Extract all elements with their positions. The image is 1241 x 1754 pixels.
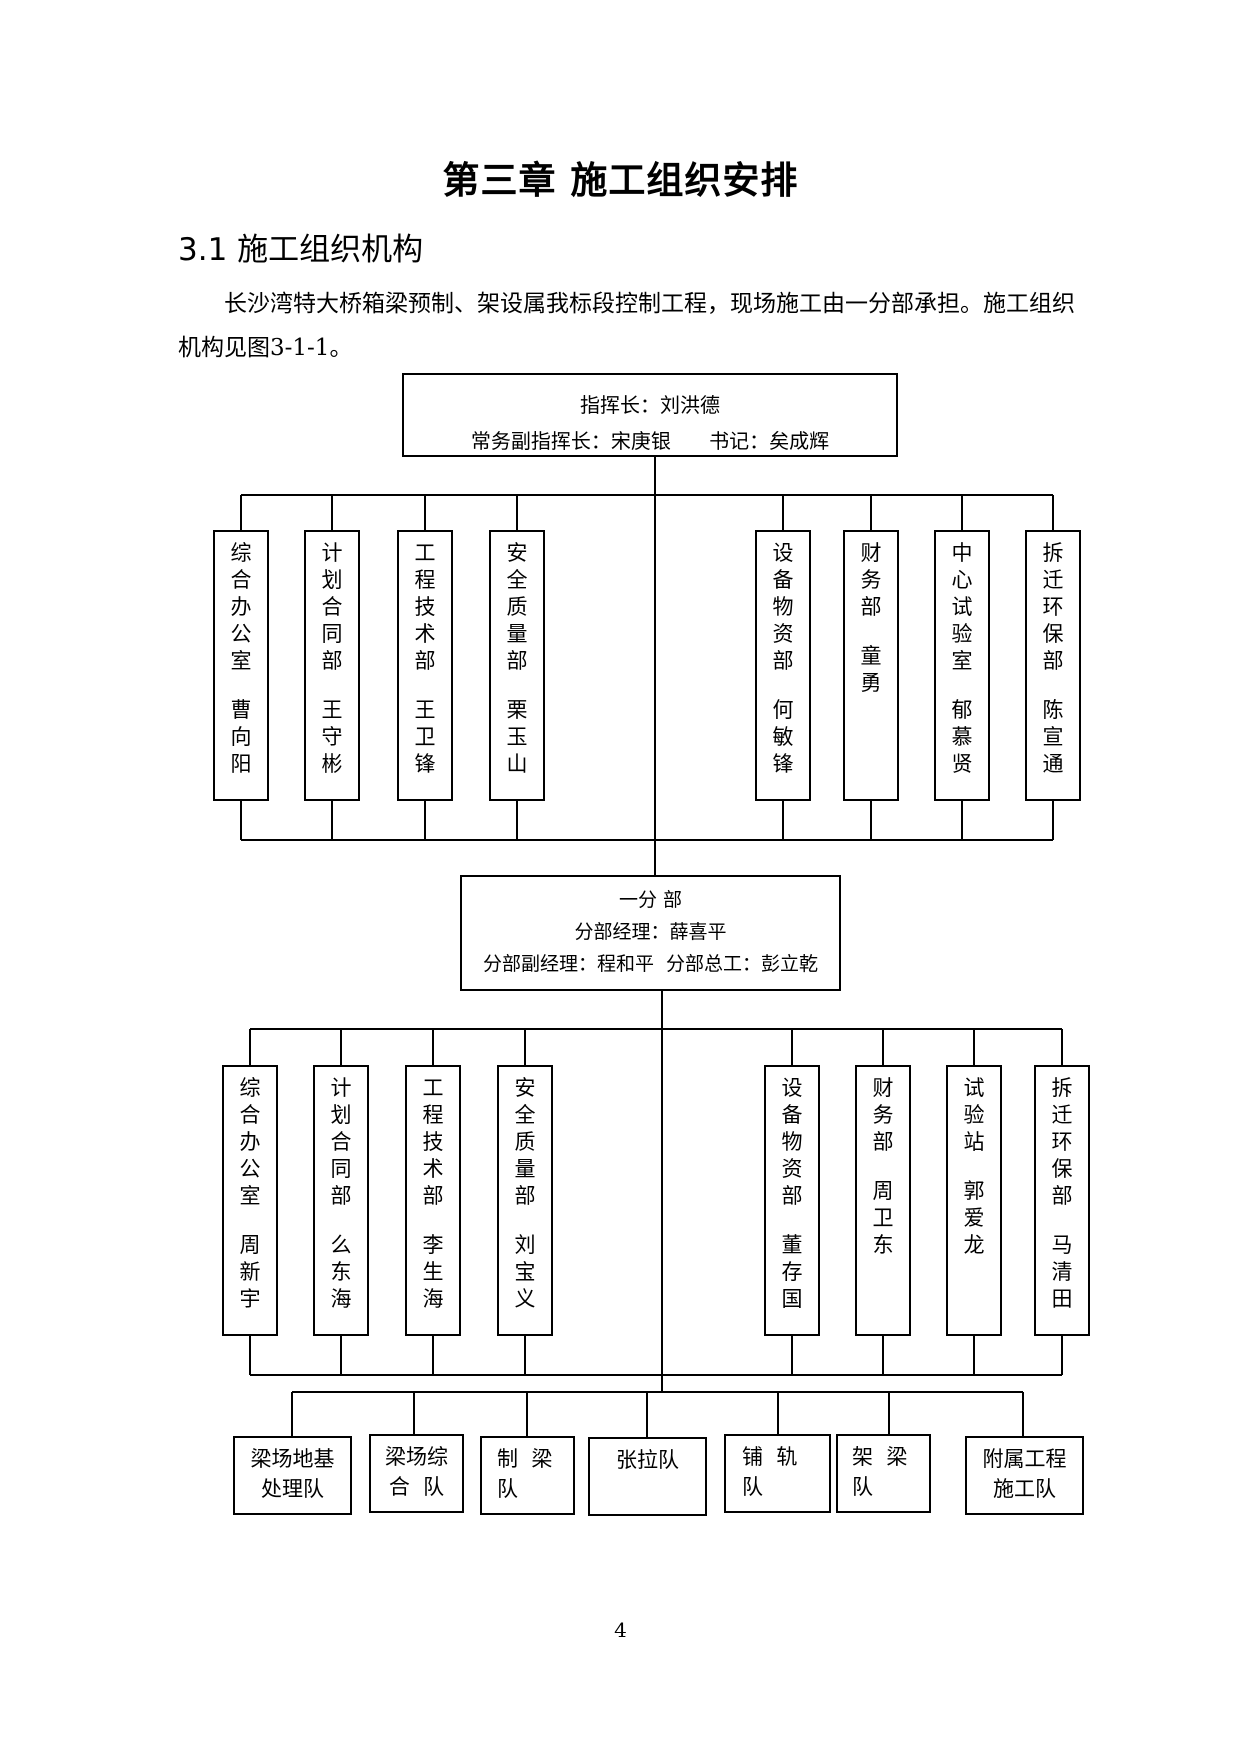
- dept-person: 童 勇: [860, 644, 889, 695]
- hq-dept-box: 中心试验室 郁慕贤: [934, 530, 990, 801]
- dept-name: 安全质量部: [514, 1076, 536, 1208]
- section-title: 3.1 施工组织机构: [178, 232, 424, 268]
- dept-name: 设备物资部: [781, 1076, 803, 1208]
- dept-person: 周新宇: [239, 1233, 261, 1311]
- sub-dept-box: 计划合同部 么东海: [313, 1065, 369, 1336]
- dept-name: 试 验 站: [963, 1076, 992, 1154]
- sub-dept-box: 工程技术部 李生海: [405, 1065, 461, 1336]
- team-box: 张拉队: [588, 1437, 707, 1516]
- dept-person: 曹向阳: [230, 698, 252, 776]
- team-line1: 梁场综: [385, 1445, 448, 1469]
- team-line2: 队: [742, 1475, 763, 1499]
- team-box: 架 梁 队: [836, 1434, 931, 1513]
- team-line2: 施工队: [993, 1477, 1056, 1501]
- team-line1: 制 梁: [497, 1447, 553, 1471]
- team-line2: 队: [852, 1475, 873, 1499]
- dept-name: 中心试验室: [951, 541, 973, 673]
- team-box: 铺 轨 队: [724, 1434, 831, 1513]
- hq-dept-box: 拆迁环保部 陈宣通: [1025, 530, 1081, 801]
- dept-name: 拆迁环保部: [1051, 1076, 1073, 1208]
- subdivision-manager: 分部经理：薛喜平: [574, 921, 727, 943]
- team-line1: 张拉队: [616, 1448, 679, 1472]
- sub-dept-box: 试 验 站 郭爱龙: [946, 1065, 1002, 1336]
- dept-person: 何敏锋: [772, 698, 794, 776]
- hq-dept-box: 安全质量部 栗玉山: [489, 530, 545, 801]
- dept-name: 设备物资部: [772, 541, 794, 673]
- dept-person: 么东海: [330, 1233, 352, 1311]
- dept-name: 工程技术部: [422, 1076, 444, 1208]
- team-line1: 梁场地基: [250, 1447, 335, 1471]
- sub-dept-box: 财 务 部 周卫东: [855, 1065, 911, 1336]
- sub-dept-box: 拆迁环保部 马清田: [1034, 1065, 1090, 1336]
- intro-paragraph: 长沙湾特大桥箱梁预制、架设属我标段控制工程，现场施工由一分部承担。施工组织机构见…: [178, 291, 1075, 361]
- team-line2: 合 队: [388, 1475, 445, 1499]
- dept-name: 综合办公室: [230, 541, 252, 673]
- dept-name: 财 务 部: [860, 541, 889, 619]
- dept-name: 计划合同部: [330, 1076, 352, 1208]
- team-line1: 架 梁: [852, 1445, 908, 1469]
- dept-person: 刘宝义: [514, 1233, 536, 1311]
- subdivision-box: 一分 部 分部经理：薛喜平 分部副经理：程和平 分部总工：彭立乾: [460, 875, 841, 991]
- page-number: 4: [614, 1618, 627, 1642]
- dept-person: 陈宣通: [1042, 698, 1064, 776]
- dept-name: 计划合同部: [321, 541, 343, 673]
- team-line1: 附属工程: [982, 1447, 1067, 1471]
- dept-person: 郭爱龙: [963, 1179, 985, 1257]
- sub-dept-box: 安全质量部 刘宝义: [497, 1065, 553, 1336]
- hq-dept-box: 综合办公室 曹向阳: [213, 530, 269, 801]
- sub-dept-box: 设备物资部 董存国: [764, 1065, 820, 1336]
- hq-dept-box: 设备物资部 何敏锋: [755, 530, 811, 801]
- team-box: 梁场综 合 队: [369, 1434, 464, 1513]
- dept-person: 王守彬: [321, 698, 343, 776]
- chapter-title: 第三章 施工组织安排: [442, 159, 799, 202]
- dept-person: 董存国: [781, 1233, 803, 1311]
- dept-person: 郁慕贤: [951, 698, 973, 776]
- team-box: 附属工程 施工队: [965, 1436, 1084, 1515]
- dept-name: 财 务 部: [872, 1076, 901, 1154]
- hq-dept-box: 财 务 部 童 勇: [843, 530, 899, 801]
- dept-person: 王卫锋: [414, 698, 436, 776]
- dept-person: 周卫东: [872, 1179, 894, 1257]
- team-box: 梁场地基 处理队: [233, 1436, 352, 1515]
- team-line1: 铺 轨: [742, 1445, 798, 1469]
- hq-deputy-secretary: 常务副指挥长：宋庚银 书记：矣成辉: [470, 429, 830, 453]
- dept-person: 栗玉山: [506, 698, 528, 776]
- subdivision-deputies: 分部副经理：程和平 分部总工：彭立乾: [482, 953, 819, 975]
- hq-dept-box: 工程技术部 王卫锋: [397, 530, 453, 801]
- hq-command-box: 指挥长：刘洪德 常务副指挥长：宋庚银 书记：矣成辉: [402, 373, 898, 457]
- hq-commander: 指挥长：刘洪德: [580, 393, 720, 417]
- dept-person: 李生海: [422, 1233, 444, 1311]
- team-box: 制 梁 队: [480, 1436, 575, 1515]
- hq-dept-box: 计划合同部 王守彬: [304, 530, 360, 801]
- dept-name: 综合办公室: [239, 1076, 261, 1208]
- dept-name: 工程技术部: [414, 541, 436, 673]
- dept-name: 拆迁环保部: [1042, 541, 1064, 673]
- subdivision-name: 一分 部: [618, 889, 683, 911]
- team-line2: 队: [497, 1477, 518, 1501]
- team-line2: 处理队: [261, 1477, 324, 1501]
- dept-name: 安全质量部: [506, 541, 528, 673]
- dept-person: 马清田: [1051, 1233, 1073, 1311]
- sub-dept-box: 综合办公室 周新宇: [222, 1065, 278, 1336]
